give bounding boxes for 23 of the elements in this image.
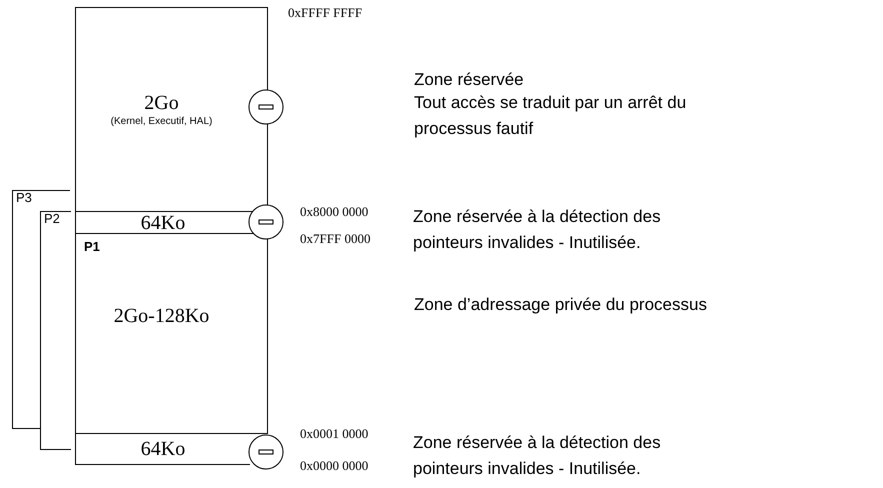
zone-size: 64Ko: [140, 212, 186, 232]
process-label: P1: [84, 240, 100, 253]
zone-note: Zone réservée à la détection des pointeurs invalides - Inutilisée.: [413, 206, 662, 254]
process-outline: [40, 211, 71, 450]
address-label: 0x0000 0000: [300, 459, 368, 472]
address-label: 0xFFFF FFFF: [288, 6, 362, 19]
address-label: 0x7FFF 0000: [300, 232, 370, 245]
process-outline: [12, 190, 40, 429]
zone-size: 64Ko: [140, 439, 186, 459]
zone-note: Zone réservée à la détection des pointeurs invalides - Inutilisée.: [413, 432, 662, 480]
zone-note: Zone d’adressage privée du processus: [414, 294, 708, 316]
memory-zone: [75, 433, 250, 465]
zone-size: 2Go-128Ko: [112, 306, 210, 326]
memory-zone: [75, 233, 268, 434]
memory-zone: [75, 7, 268, 212]
zone-description: (Kernel, Executif, HAL): [110, 116, 212, 128]
zone-note: Zone réservée: [414, 69, 525, 91]
zone-size: 2Go: [144, 90, 179, 116]
process-label: P3: [16, 191, 32, 204]
address-label: 0x8000 0000: [300, 205, 368, 218]
address-label: 0x0001 0000: [300, 427, 368, 440]
process-label: P2: [44, 212, 60, 225]
zone-note: Tout accès se traduit par un arrêt du processus fautif: [414, 92, 688, 140]
